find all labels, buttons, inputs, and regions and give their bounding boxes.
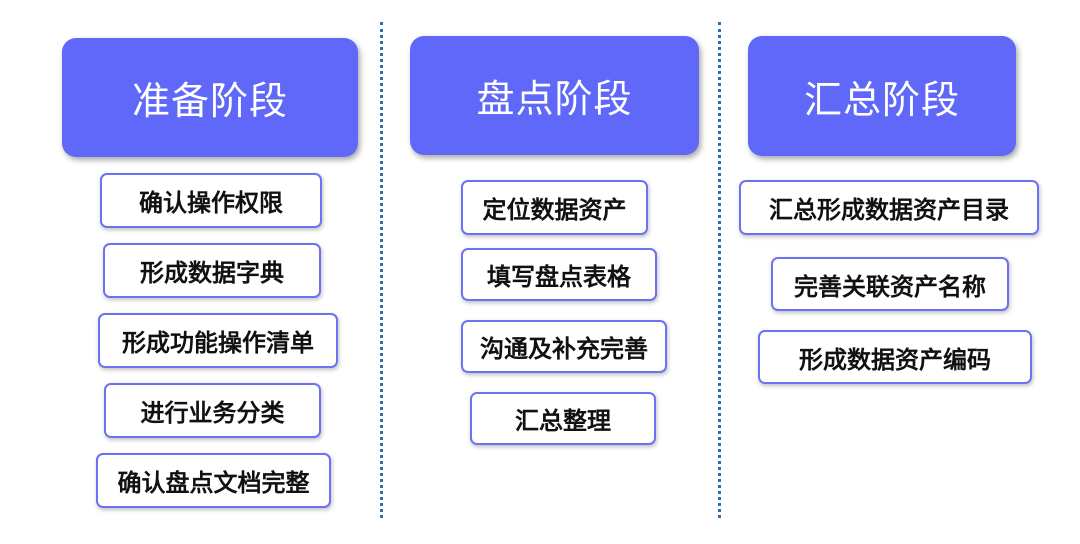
column-divider [718, 22, 721, 518]
task-box: 填写盘点表格 [461, 248, 657, 301]
task-box: 确认盘点文档完整 [96, 453, 331, 508]
stage-header-summary: 汇总阶段 [748, 36, 1016, 156]
task-box: 完善关联资产名称 [771, 257, 1009, 311]
task-box: 确认操作权限 [100, 173, 322, 228]
task-box: 汇总形成数据资产目录 [739, 180, 1039, 235]
task-box: 定位数据资产 [461, 180, 648, 235]
task-box: 进行业务分类 [104, 383, 321, 438]
task-box: 沟通及补充完善 [461, 320, 667, 373]
task-box: 形成数据资产编码 [758, 330, 1032, 384]
stage-header-inventory: 盘点阶段 [410, 36, 699, 155]
task-box: 形成数据字典 [103, 243, 321, 298]
task-box: 汇总整理 [470, 392, 656, 445]
task-box: 形成功能操作清单 [98, 313, 338, 368]
column-divider [380, 22, 383, 518]
stage-header-preparation: 准备阶段 [62, 38, 358, 157]
